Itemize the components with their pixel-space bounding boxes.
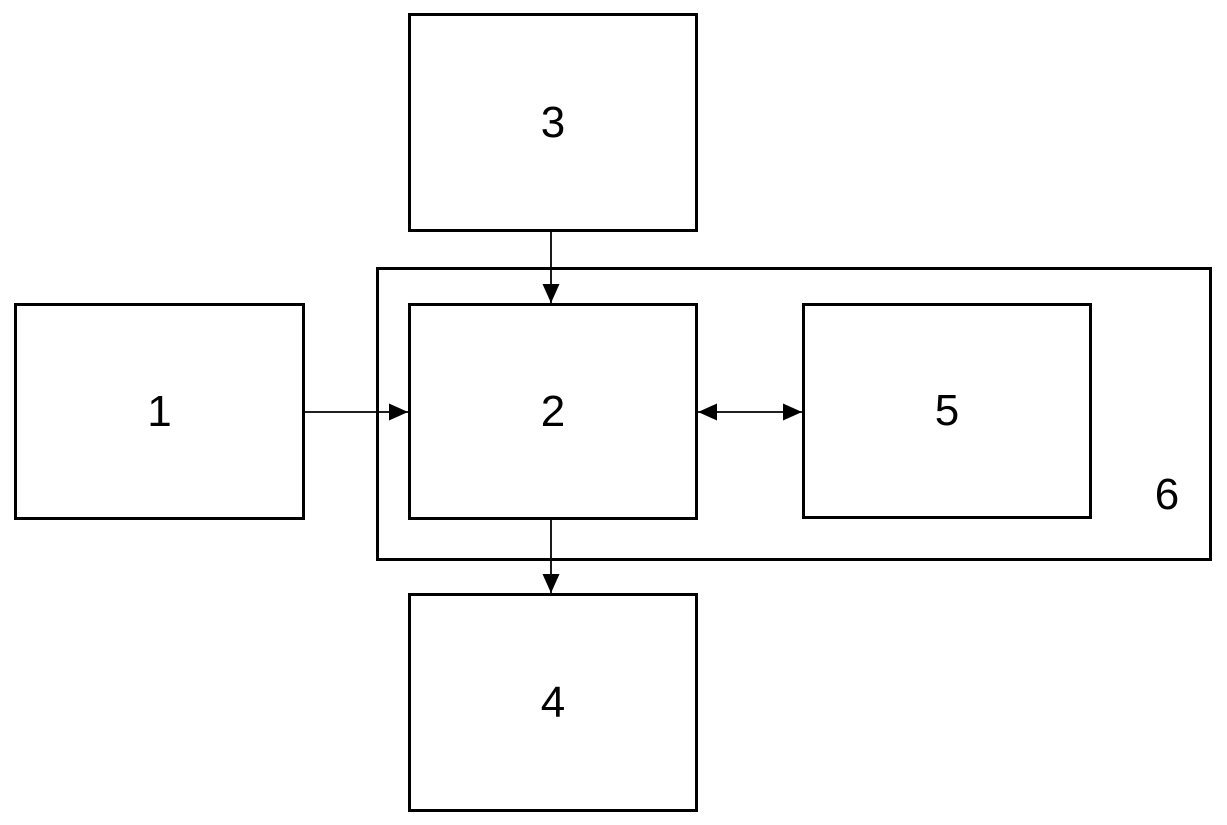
node-box-6: 6 [376,267,1212,561]
node-box-4-label: 4 [540,677,566,727]
node-box-3-label: 3 [540,97,566,147]
node-box-2-label: 2 [540,386,566,436]
node-box-1: 1 [14,303,305,520]
node-box-6-label: 6 [1154,470,1180,519]
node-box-4: 4 [408,593,698,812]
node-box-5-label: 5 [934,386,960,435]
node-box-3: 3 [408,13,698,232]
node-box-1-label: 1 [147,386,172,436]
arrowhead-down-icon [542,574,560,593]
node-box-5: 5 [802,303,1092,519]
node-box-2: 2 [408,303,698,520]
